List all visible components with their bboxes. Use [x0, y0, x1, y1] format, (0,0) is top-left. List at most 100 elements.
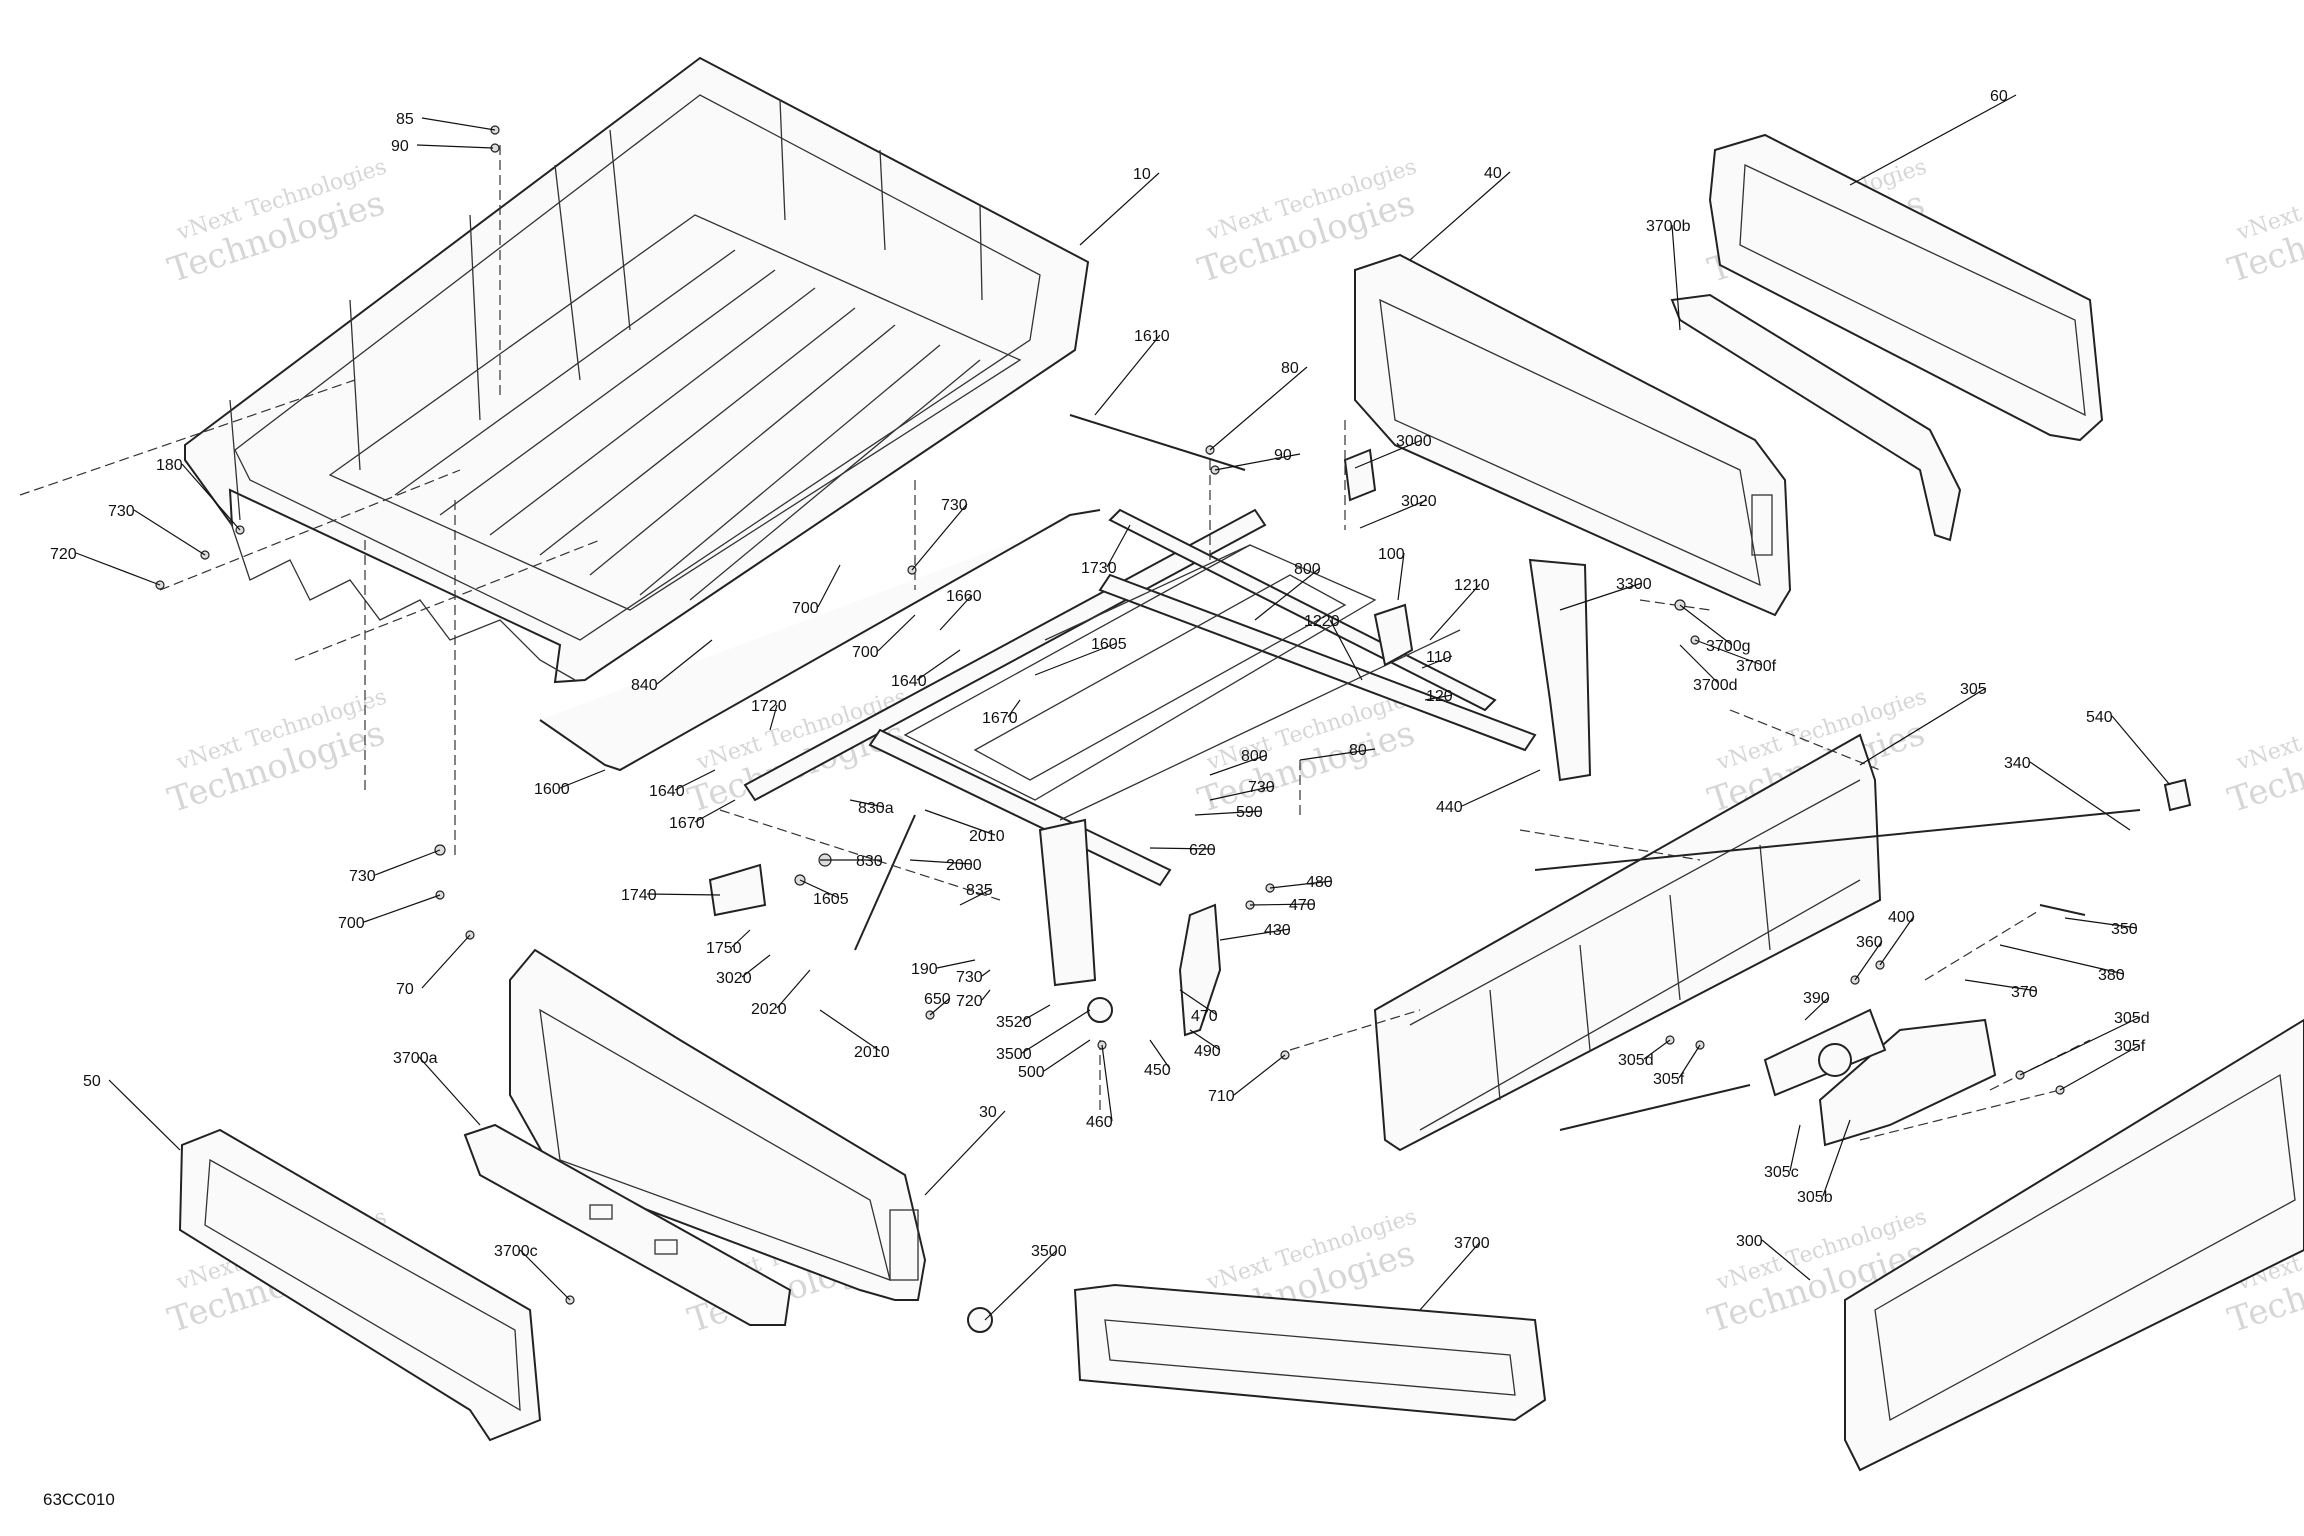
callout-c190: 190	[911, 959, 976, 978]
callout-c470a: 470	[1249, 897, 1316, 914]
callout-label: 40	[1484, 165, 1502, 182]
callout-c490: 490	[1189, 1029, 1221, 1060]
callout-label: 370	[2011, 984, 2038, 1001]
callout-c730d: 730	[349, 849, 441, 885]
callout-c305d2: 305d	[1618, 1039, 1671, 1069]
callout-label: 90	[391, 138, 409, 155]
leader-line	[363, 894, 441, 923]
callout-c90b: 90	[1214, 447, 1301, 471]
callout-c3700: 3700	[1419, 1235, 1490, 1311]
leader-line	[911, 503, 968, 571]
callout-label: 830	[856, 853, 883, 870]
callout-label: 3700d	[1693, 677, 1738, 694]
callout-label: 800	[1294, 561, 1321, 578]
leader-line	[1804, 996, 1830, 1021]
leader-line	[817, 564, 841, 608]
callout-c3700a: 3700a	[393, 1050, 481, 1126]
callout-c1640b: 1640	[649, 769, 716, 800]
leader-line	[1879, 915, 1915, 966]
callout-c340: 340	[2004, 755, 2131, 831]
leader-line	[1106, 524, 1131, 568]
callout-c700a: 700	[792, 564, 841, 617]
leader-line	[984, 1249, 1058, 1321]
callout-c440: 440	[1436, 769, 1541, 816]
callout-label: 90	[1274, 447, 1292, 464]
panel-60	[1708, 133, 2104, 442]
leader-line	[1409, 171, 1511, 261]
callout-c650: 650	[924, 991, 951, 1016]
callout-label: 380	[2098, 967, 2125, 984]
panel-50	[178, 1128, 542, 1442]
callout-layer: 85901060403700b1610180730720809030003020…	[50, 88, 2171, 1321]
leader-line	[1214, 453, 1301, 471]
leader-line	[1254, 567, 1321, 621]
callout-label: 305c	[1764, 1164, 1799, 1181]
hinge-305b	[1818, 1018, 1997, 1147]
bracket-1210	[1373, 603, 1414, 667]
callout-label: 190	[911, 961, 938, 978]
callout-c540: 540	[2086, 709, 2171, 786]
callout-c80a: 80	[1209, 360, 1308, 451]
part-540	[2163, 778, 2192, 812]
tailgate-frame-305	[1373, 733, 1882, 1152]
callout-c3500b: 3500	[984, 1243, 1067, 1321]
leader-line	[776, 969, 811, 1009]
leader-line	[1679, 604, 1733, 646]
callout-label: 1740	[621, 887, 657, 904]
callout-c1670b: 1670	[669, 799, 736, 832]
leader-line	[929, 997, 951, 1016]
callout-c1750: 1750	[706, 929, 751, 957]
leader-line	[674, 769, 716, 791]
callout-label: 470	[1191, 1008, 1218, 1025]
leader-line	[2029, 761, 2131, 831]
leader-line	[936, 959, 976, 969]
watermark-1: vNext Technologies Technologies	[163, 154, 390, 290]
leader-line	[981, 969, 991, 977]
callout-c3300: 3300	[1559, 576, 1652, 611]
callout-label: 700	[338, 915, 365, 932]
leader-line	[924, 809, 996, 836]
leader-line	[1149, 847, 1216, 850]
panel-40	[1354, 253, 1792, 617]
callout-label: 2000	[946, 857, 982, 874]
leader-line	[1671, 224, 1681, 331]
callout-label: 720	[50, 546, 77, 563]
rod-1610	[1069, 414, 1246, 471]
rod-1600	[539, 509, 1101, 772]
leader-line	[2019, 1016, 2141, 1076]
callout-label: 3500	[996, 1046, 1032, 1063]
callout-c3700g: 3700g	[1679, 604, 1751, 655]
callout-c2020: 2020	[751, 969, 811, 1018]
callout-c800a: 800	[1254, 561, 1321, 621]
callout-c1720: 1720	[751, 698, 787, 731]
leader-line	[1822, 1119, 1851, 1197]
callout-label: 3020	[1401, 493, 1437, 510]
leader-line	[1354, 439, 1423, 469]
leader-line	[1269, 880, 1333, 889]
leader-line	[1179, 989, 1218, 1016]
callout-label: 720	[956, 993, 983, 1010]
callout-label: 470	[1289, 897, 1316, 914]
callout-label: 305b	[1797, 1189, 1833, 1206]
bracket-3000	[1343, 448, 1377, 502]
leader-line	[1559, 582, 1643, 611]
callout-c1600: 1600	[534, 769, 606, 798]
callout-label: 305d	[2114, 1010, 2150, 1027]
leader-line	[1694, 639, 1763, 666]
callout-c380: 380	[1999, 944, 2125, 984]
leader-line	[374, 849, 441, 876]
callout-label: 460	[1086, 1114, 1113, 1131]
callout-label: 500	[1018, 1064, 1045, 1081]
leader-line	[981, 989, 991, 1001]
cable-390	[1559, 1084, 1751, 1131]
leader-line	[421, 934, 471, 989]
leader-line	[1079, 172, 1160, 246]
leader-line	[916, 649, 961, 681]
callout-label: 1720	[751, 698, 787, 715]
callout-label: 70	[396, 981, 414, 998]
leader-line	[181, 463, 241, 531]
leader-line	[133, 509, 206, 556]
callout-c400: 400	[1879, 909, 1915, 966]
assembly-lines	[19, 145, 2091, 1141]
